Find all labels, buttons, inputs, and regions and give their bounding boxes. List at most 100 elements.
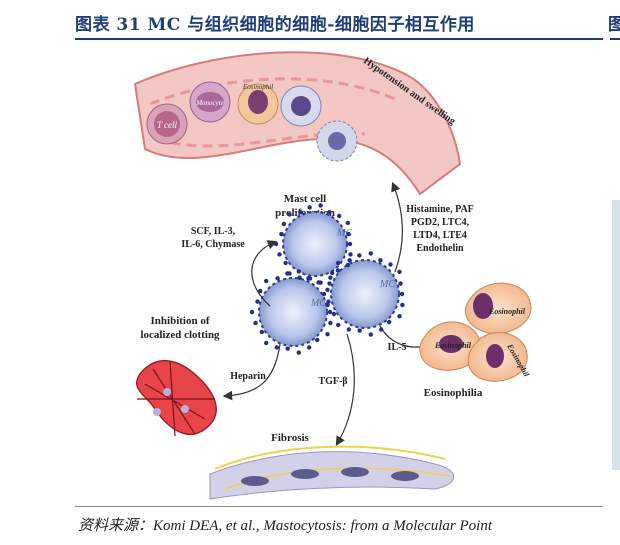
mast-cell-granule xyxy=(327,281,332,286)
adjacent-figure-edge xyxy=(612,200,620,470)
eosinophil-right: Eosinophil xyxy=(467,332,531,382)
clot-fibrin-mesh xyxy=(135,359,217,437)
mast-cell-top: MC xyxy=(282,211,352,277)
mast-cell-granule xyxy=(347,241,353,247)
eosinophil-label-2: Eosinophil xyxy=(434,341,472,350)
mast-cell-granule xyxy=(255,299,260,304)
mast-cell-granule xyxy=(275,276,280,281)
monocyte-label: Monocyte xyxy=(195,99,224,107)
mast-cell-granule xyxy=(328,320,333,326)
mast-cell-granule xyxy=(307,345,312,350)
mast-cell-granule xyxy=(318,203,323,208)
inhibition-line1: Inhibition of xyxy=(151,315,210,327)
mast-cell-granule xyxy=(346,327,351,332)
mast-cell-granule xyxy=(387,319,392,325)
t-cell-label: T cell xyxy=(157,120,178,130)
mast-cell-granule xyxy=(325,287,330,292)
mast-cell-granule xyxy=(285,271,290,276)
mast-cell-granule xyxy=(331,311,337,317)
mast-cell-granule xyxy=(345,220,350,226)
mast-cell-granule xyxy=(298,210,303,215)
mast-cell-granule xyxy=(388,262,393,267)
mast-cell-granule xyxy=(347,258,352,263)
tgf-arrow xyxy=(335,333,355,447)
monocyte: Monocyte xyxy=(189,81,231,123)
mast-cell-granule xyxy=(264,340,269,346)
mast-cell-granule xyxy=(326,299,331,304)
mast-cell-granule xyxy=(328,275,333,280)
fibrosis-tissue xyxy=(209,445,455,500)
mediators-line3: LTD4, LTE4 xyxy=(413,230,467,241)
fibrosis-label: Fibrosis xyxy=(271,432,309,444)
mast-cell-granule xyxy=(279,231,284,237)
vessel-mast-cell xyxy=(280,85,322,127)
adjacent-column-divider xyxy=(610,38,620,40)
mast-cell-granule xyxy=(307,205,312,210)
mast-cell-granule xyxy=(337,213,342,219)
mast-cell-granule xyxy=(336,260,341,266)
mast-cell-granule xyxy=(297,275,302,280)
mediator-arrow xyxy=(391,181,403,273)
t-cell: T cell xyxy=(146,103,188,145)
eosinophilia-label: Eosinophilia xyxy=(424,387,483,399)
mast-cell-granule xyxy=(348,252,353,257)
mast-cell-granule xyxy=(346,231,351,237)
mast-cell-granule xyxy=(397,314,402,319)
mast-cell-granule xyxy=(397,269,402,274)
mast-cell-granule xyxy=(281,221,287,227)
eosinophil-label-1: Eosinophil xyxy=(488,307,526,316)
mast-cell-granule xyxy=(259,329,265,335)
mast-cell-granule xyxy=(316,280,321,285)
mast-cell-granule xyxy=(357,328,362,333)
mediators-line1: Histamine, PAF xyxy=(406,204,474,215)
heparin-arrow xyxy=(222,343,281,401)
mast-cell-interaction-diagram: T cell Monocyte Eosinophil Hypotension a… xyxy=(133,51,532,500)
mast-cell-granule xyxy=(321,291,327,297)
mast-cell-granule xyxy=(327,309,333,315)
vessel-eosinophil-label: Eosinophil xyxy=(242,83,273,91)
figure-title: 图表 31 MC 与组织细胞的细胞-细胞因子相互作用 xyxy=(75,15,475,35)
mast-cell-granule xyxy=(325,302,330,308)
eosinophil-left: Eosinophil xyxy=(419,321,481,371)
mast-cell-granule xyxy=(306,276,311,281)
il5-label: IL-5 xyxy=(388,342,407,353)
mast-cell-granule xyxy=(368,251,373,256)
mediators-line4: Endothelin xyxy=(416,243,464,254)
mast-cell-right: MC xyxy=(330,259,400,329)
eosinophil-top: Eosinophil xyxy=(465,282,532,335)
mast-cell-granule xyxy=(336,322,341,328)
eosinophil-in-vessel: Eosinophil xyxy=(237,83,279,125)
mc-tag-3: MC xyxy=(379,279,395,290)
mediators-line2: PGD2, LTC4, xyxy=(411,217,470,228)
mc-tag-1: MC xyxy=(336,228,352,239)
vessel-activated-cell xyxy=(316,120,358,162)
mast-cell-granule xyxy=(357,253,362,258)
heparin-label: Heparin xyxy=(230,371,266,382)
mast-cell-granule xyxy=(379,327,384,332)
source-divider xyxy=(75,506,603,507)
mast-cell-granule xyxy=(399,291,405,297)
inhibition-line2: localized clotting xyxy=(140,329,220,341)
mast-cell-granule xyxy=(368,332,373,337)
mast-cell-granule xyxy=(287,212,292,217)
mast-cell-left: MC xyxy=(258,277,328,347)
mast-cell-granule xyxy=(277,252,282,257)
mast-cell-granule xyxy=(325,332,330,337)
mc-tag-2: MC xyxy=(310,298,326,309)
mast-cell-granule xyxy=(400,302,405,308)
mast-cell-granule xyxy=(330,270,335,276)
mast-cell-granule xyxy=(258,288,263,294)
cytokines-line2: IL-6, Chymase xyxy=(181,239,245,250)
adjacent-column-title-fragment: 图 xyxy=(608,15,620,34)
mast-cell-granule xyxy=(253,320,258,326)
mast-cell-label-line1: Mast cell xyxy=(284,193,326,205)
mast-cell-granule xyxy=(273,241,279,247)
mast-cell-granule xyxy=(327,210,332,215)
mast-cell-granule xyxy=(335,268,341,273)
tgf-label: TGF-β xyxy=(318,376,347,387)
proliferation-arrow xyxy=(251,240,278,307)
mast-cell-granule xyxy=(296,269,301,274)
figure-title-bar: 图表 31 MC 与组织细胞的细胞-细胞因子相互作用 xyxy=(75,8,603,38)
mast-cell-granule xyxy=(264,278,269,284)
mast-cell-granule xyxy=(283,260,288,266)
